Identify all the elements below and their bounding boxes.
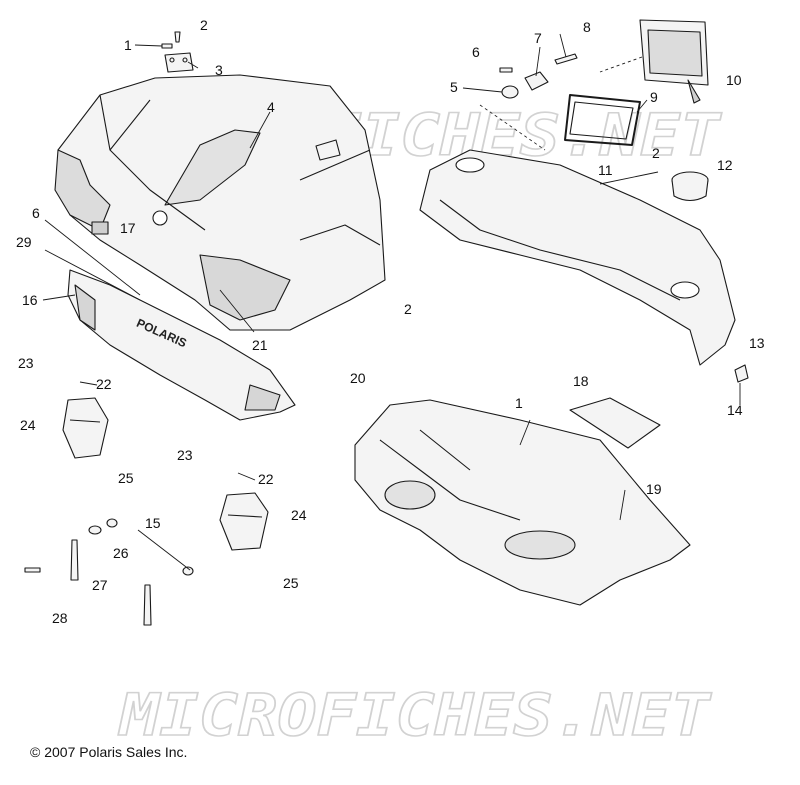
bracket-part [734,364,749,383]
callout-15: 15 [145,515,161,531]
callout-6: 6 [472,44,480,60]
cap-part [671,171,709,202]
screw-6 [499,67,513,73]
callout-17: 17 [120,220,136,236]
floor-mat-part [569,397,661,449]
latch-part [524,71,549,91]
callout-23: 23 [18,355,34,371]
headlight-left-part [62,397,109,459]
callout-18: 18 [573,373,589,389]
glovebox-door-part [639,19,709,104]
callout-14: 14 [727,402,743,418]
callout-4: 4 [267,99,275,115]
callout-5: 5 [450,79,458,95]
callout-9: 9 [650,89,658,105]
washer-part [88,525,102,535]
bolt-part [554,53,578,65]
latch-plate-right [315,139,341,161]
grille-part [67,269,296,421]
hood-part [54,74,386,331]
copyright-text: © 2007 Polaris Sales Inc. [30,744,188,760]
callout-20: 20 [350,370,366,386]
callout-28: 28 [52,610,68,626]
callout-23b: 23 [177,447,193,463]
callout-29: 29 [16,234,32,250]
callout-6b: 6 [32,205,40,221]
callout-22b: 22 [258,471,274,487]
callout-24: 24 [20,417,36,433]
dash-panel-part [419,149,736,366]
nut-15b-part [106,518,118,528]
callout-11: 11 [598,162,613,178]
callout-12: 12 [717,157,733,173]
callout-25b: 25 [283,575,299,591]
screw-2 [174,31,181,43]
callout-21: 21 [252,337,268,353]
callout-26: 26 [113,545,129,561]
callout-7: 7 [534,30,542,46]
watermark-bottom: MICROFICHES.NET [118,681,713,749]
stud-right-part [143,584,152,626]
callout-8: 8 [583,19,591,35]
bolt-28-part [24,567,41,573]
callout-27: 27 [92,577,108,593]
leader-lines [42,33,741,571]
callout-1: 1 [124,37,132,53]
callout-2c: 2 [404,301,412,317]
callout-2: 2 [200,17,208,33]
callout-2b: 2 [652,145,660,161]
callout-22: 22 [96,376,112,392]
callout-10: 10 [726,72,742,88]
callout-24b: 24 [291,507,307,523]
nut-15-part [182,566,194,576]
headlight-right-part [219,492,269,551]
callout-numbers: 1 2 3 4 5 6 7 8 9 10 11 12 13 14 15 16 1… [16,17,765,626]
latch-plate-part [164,52,194,73]
floor-pan-part [354,399,691,606]
callout-1b: 1 [515,395,523,411]
screw-1 [161,43,173,49]
stud-left-part [70,539,79,581]
callout-13: 13 [749,335,765,351]
grommet-part [501,85,519,99]
callout-25: 25 [118,470,134,486]
gasket-part [564,94,641,146]
callout-3: 3 [215,62,223,78]
callout-19: 19 [646,481,662,497]
callout-16: 16 [22,292,38,308]
